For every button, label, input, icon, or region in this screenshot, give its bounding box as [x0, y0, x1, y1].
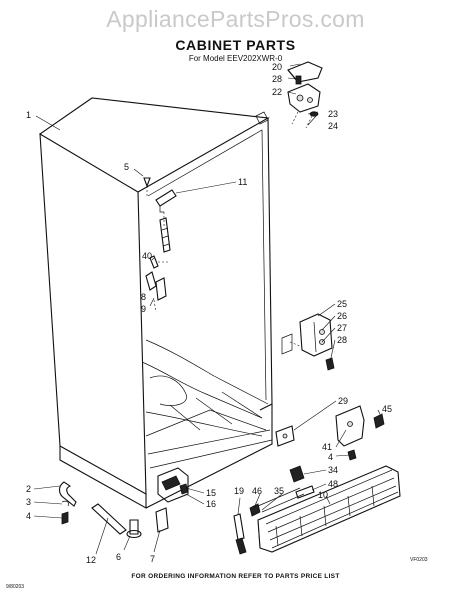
model-subtitle: For Model EEV202XWR-0	[188, 54, 283, 63]
callout-9: 9	[141, 304, 146, 314]
callout-7: 7	[150, 554, 155, 564]
callout-6: 6	[116, 552, 121, 562]
top-hinge-assembly	[287, 61, 323, 129]
callout-8: 8	[141, 292, 146, 302]
callout-46: 46	[252, 486, 262, 496]
callout-labels: 1 5 11 20 28 22 23 24 40 8 9 25 26 27 28…	[26, 62, 392, 565]
callout-10: 10	[318, 490, 328, 500]
watermark: AppliancePartsPros.com	[106, 6, 365, 32]
callout-27: 27	[337, 323, 347, 333]
callout-48: 48	[328, 479, 338, 489]
leader-lines	[33, 63, 381, 555]
toe-grille	[257, 465, 401, 553]
callout-40: 40	[142, 251, 152, 261]
cabinet-shell	[39, 97, 273, 509]
kick-bracket-41	[335, 405, 385, 461]
callout-16: 16	[206, 499, 216, 509]
callout-24: 24	[328, 121, 338, 131]
callout-4-right: 4	[328, 452, 333, 462]
callout-4-left: 4	[26, 511, 31, 521]
callout-41: 41	[322, 442, 332, 452]
callout-26: 26	[337, 311, 347, 321]
side-bracket-assembly	[281, 313, 335, 371]
callout-15: 15	[206, 488, 216, 498]
callout-11: 11	[238, 177, 247, 187]
callout-23: 23	[328, 109, 338, 119]
callout-28-top: 28	[272, 74, 282, 84]
callout-25: 25	[337, 299, 347, 309]
callout-29: 29	[338, 396, 348, 406]
callout-35: 35	[274, 486, 284, 496]
leveling-roller-assembly	[91, 467, 189, 539]
callout-34: 34	[328, 465, 338, 475]
page-title: CABINET PARTS	[175, 37, 296, 53]
plate-29	[275, 425, 295, 447]
callout-5: 5	[124, 162, 129, 172]
screw-5	[143, 177, 151, 198]
callout-45: 45	[382, 404, 392, 414]
callout-3: 3	[26, 497, 31, 507]
callout-12: 12	[86, 555, 96, 565]
drawing-code: VF0203	[410, 557, 428, 563]
callout-28-side: 28	[337, 335, 347, 345]
callout-20: 20	[272, 62, 282, 72]
ordering-info-footer: FOR ORDERING INFORMATION REFER TO PARTS …	[131, 573, 340, 580]
grille-clips	[233, 465, 315, 555]
callout-19: 19	[234, 486, 244, 496]
callout-22: 22	[272, 87, 282, 97]
callout-2: 2	[26, 484, 31, 494]
drain-tube-assembly	[58, 481, 77, 525]
page-code: 9/80203	[6, 584, 25, 590]
center-column-parts	[145, 189, 177, 313]
callout-1: 1	[26, 110, 31, 120]
